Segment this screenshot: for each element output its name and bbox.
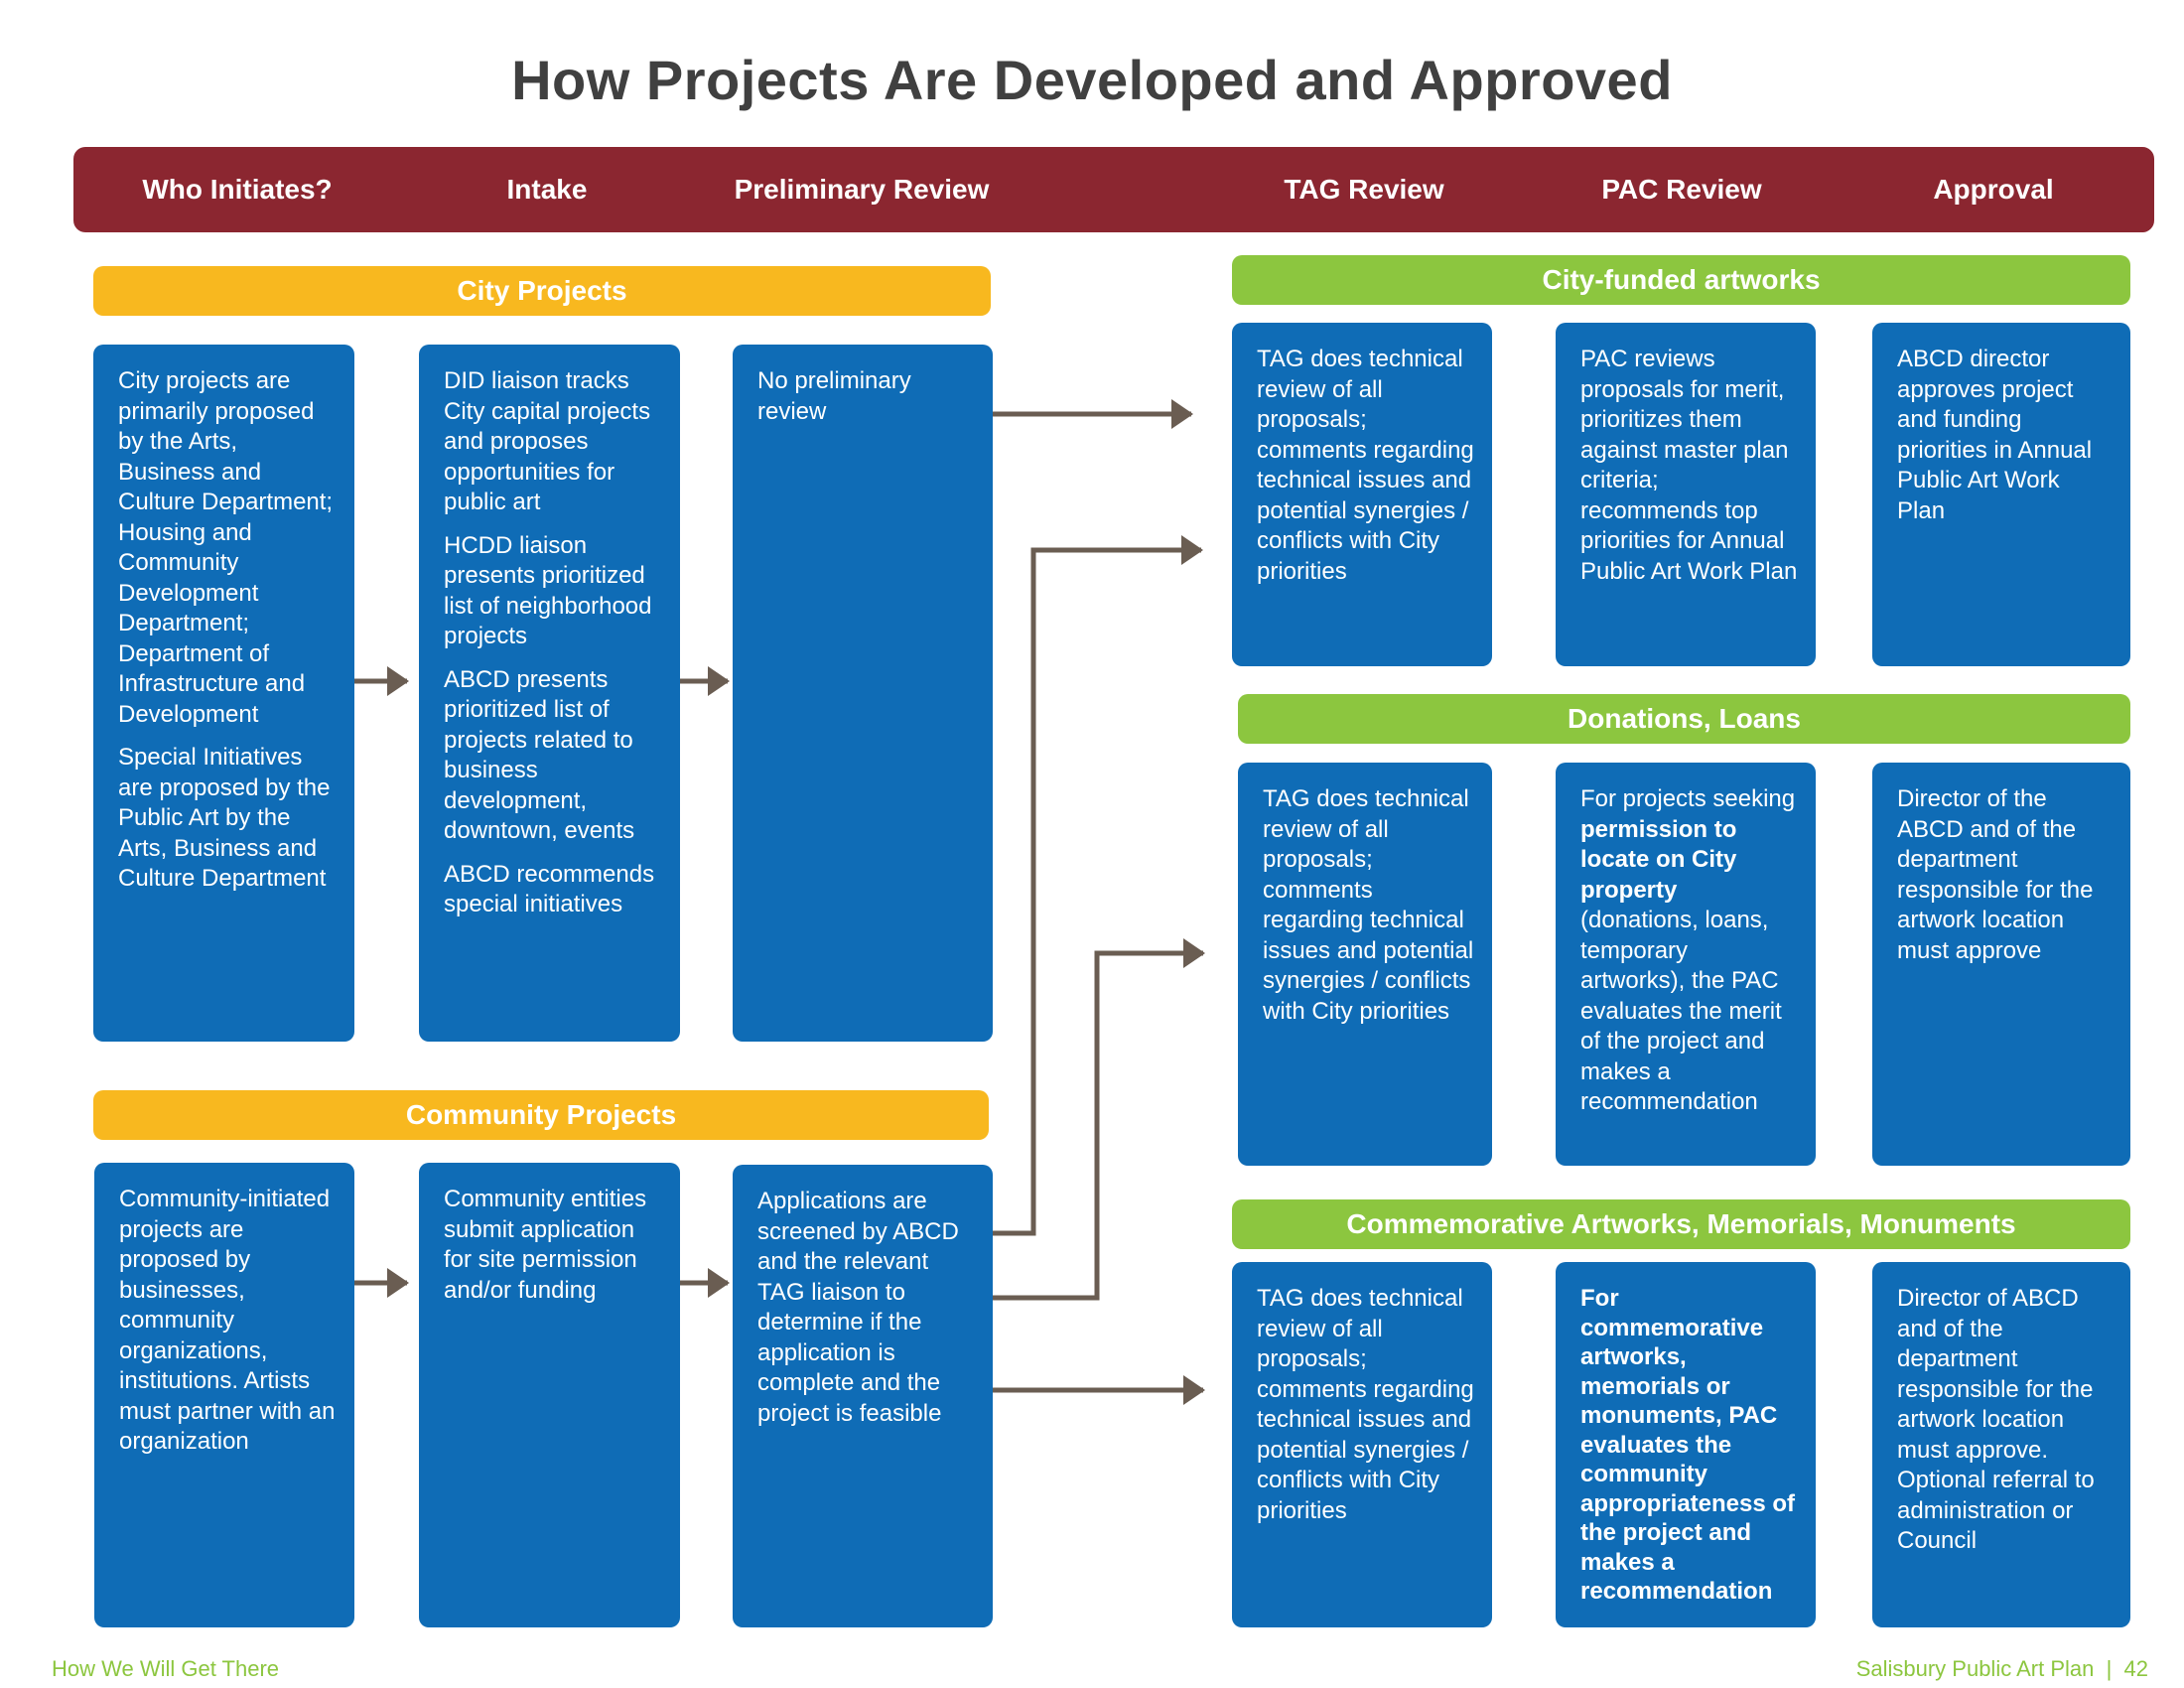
community-prelim-text: Applications are screened by ABCD and th…: [757, 1188, 959, 1427]
commemorative-approval-text: Director of ABCD and of the department r…: [1897, 1285, 2095, 1554]
commemorative-pac-box: For commemorative artworks, memorials or…: [1556, 1262, 1816, 1627]
city-prelim-text: No preliminary review: [757, 367, 911, 425]
city-funded-band: City-funded artworks: [1232, 255, 2130, 305]
city-intake-text-3: ABCD presents prioritized list of projec…: [444, 665, 635, 845]
commemorative-pac-text: For commemorative artworks, memorials or…: [1580, 1285, 1796, 1605]
header-pac-review: PAC Review: [1601, 174, 1762, 205]
arrow-community-to-city-funded: [993, 535, 1203, 1236]
donations-pac-text-pre: For projects seeking: [1580, 785, 1796, 812]
process-header-bar: Who Initiates? Intake Preliminary Review…: [73, 147, 2154, 232]
arrow-community-to-donations: [993, 938, 1205, 1301]
donations-tag-box: TAG does technical review of all proposa…: [1238, 763, 1492, 1166]
page-title: How Projects Are Developed and Approved: [511, 49, 1673, 111]
community-who-text: Community-initiated projects are propose…: [119, 1186, 336, 1455]
city-funded-approval-box: ABCD director approves project and fundi…: [1872, 323, 2130, 666]
donations-loans-band: Donations, Loans: [1238, 694, 2130, 744]
footer-page-info: Salisbury Public Art Plan | 42: [1855, 1656, 2148, 1681]
community-intake-box: Community entities submit application fo…: [419, 1163, 680, 1627]
header-tag-review: TAG Review: [1284, 174, 1444, 205]
city-who-text-1: City projects are primarily proposed by …: [118, 367, 334, 728]
city-funded-pac-text: PAC reviews proposals for merit, priorit…: [1580, 346, 1798, 585]
city-intake-text-4: ABCD recommends special initiatives: [444, 860, 655, 918]
donations-tag-text: TAG does technical review of all proposa…: [1263, 785, 1474, 1025]
commemorative-band: Commemorative Artworks, Memorials, Monum…: [1232, 1199, 2130, 1249]
donations-approval-box: Director of the ABCD and of the departme…: [1872, 763, 2130, 1166]
donations-pac-text-bold: permission to locate on City property: [1580, 815, 1737, 904]
community-intake-text: Community entities submit application fo…: [444, 1186, 647, 1304]
community-preliminary-review-box: Applications are screened by ABCD and th…: [733, 1165, 993, 1627]
donations-pac-text-post: (donations, loans, temporary artworks), …: [1580, 907, 1782, 1115]
city-intake-text-1: DID liaison tracks City capital projects…: [444, 367, 651, 515]
commemorative-tag-box: TAG does technical review of all proposa…: [1232, 1262, 1492, 1627]
city-intake-box: DID liaison tracks City capital projects…: [419, 345, 680, 1042]
city-who-initiates-box: City projects are primarily proposed by …: [93, 345, 354, 1042]
city-who-text-2: Special Initiatives are proposed by the …: [118, 744, 331, 892]
community-projects-band: Community Projects: [93, 1090, 989, 1140]
donations-approval-text: Director of the ABCD and of the departme…: [1897, 785, 2094, 964]
commemorative-tag-text: TAG does technical review of all proposa…: [1257, 1285, 1474, 1524]
city-funded-pac-box: PAC reviews proposals for merit, priorit…: [1556, 323, 1816, 666]
city-funded-approval-text: ABCD director approves project and fundi…: [1897, 346, 2093, 524]
header-preliminary-review: Preliminary Review: [734, 174, 990, 205]
city-funded-tag-text: TAG does technical review of all proposa…: [1257, 346, 1474, 585]
header-who-initiates: Who Initiates?: [142, 174, 333, 205]
header-intake: Intake: [506, 174, 588, 205]
header-approval: Approval: [1933, 174, 2054, 205]
donations-pac-text: For projects seeking permission to locat…: [1580, 784, 1798, 1118]
community-who-initiates-box: Community-initiated projects are propose…: [94, 1163, 354, 1627]
commemorative-approval-box: Director of ABCD and of the department r…: [1872, 1262, 2130, 1627]
city-intake-text-2: HCDD liaison presents prioritized list o…: [444, 531, 652, 650]
city-funded-tag-box: TAG does technical review of all proposa…: [1232, 323, 1492, 666]
donations-pac-box: For projects seeking permission to locat…: [1556, 763, 1816, 1166]
footer-section-label: How We Will Get There: [52, 1656, 280, 1681]
city-preliminary-review-box: No preliminary review: [733, 345, 993, 1042]
city-projects-band: City Projects: [93, 266, 991, 316]
